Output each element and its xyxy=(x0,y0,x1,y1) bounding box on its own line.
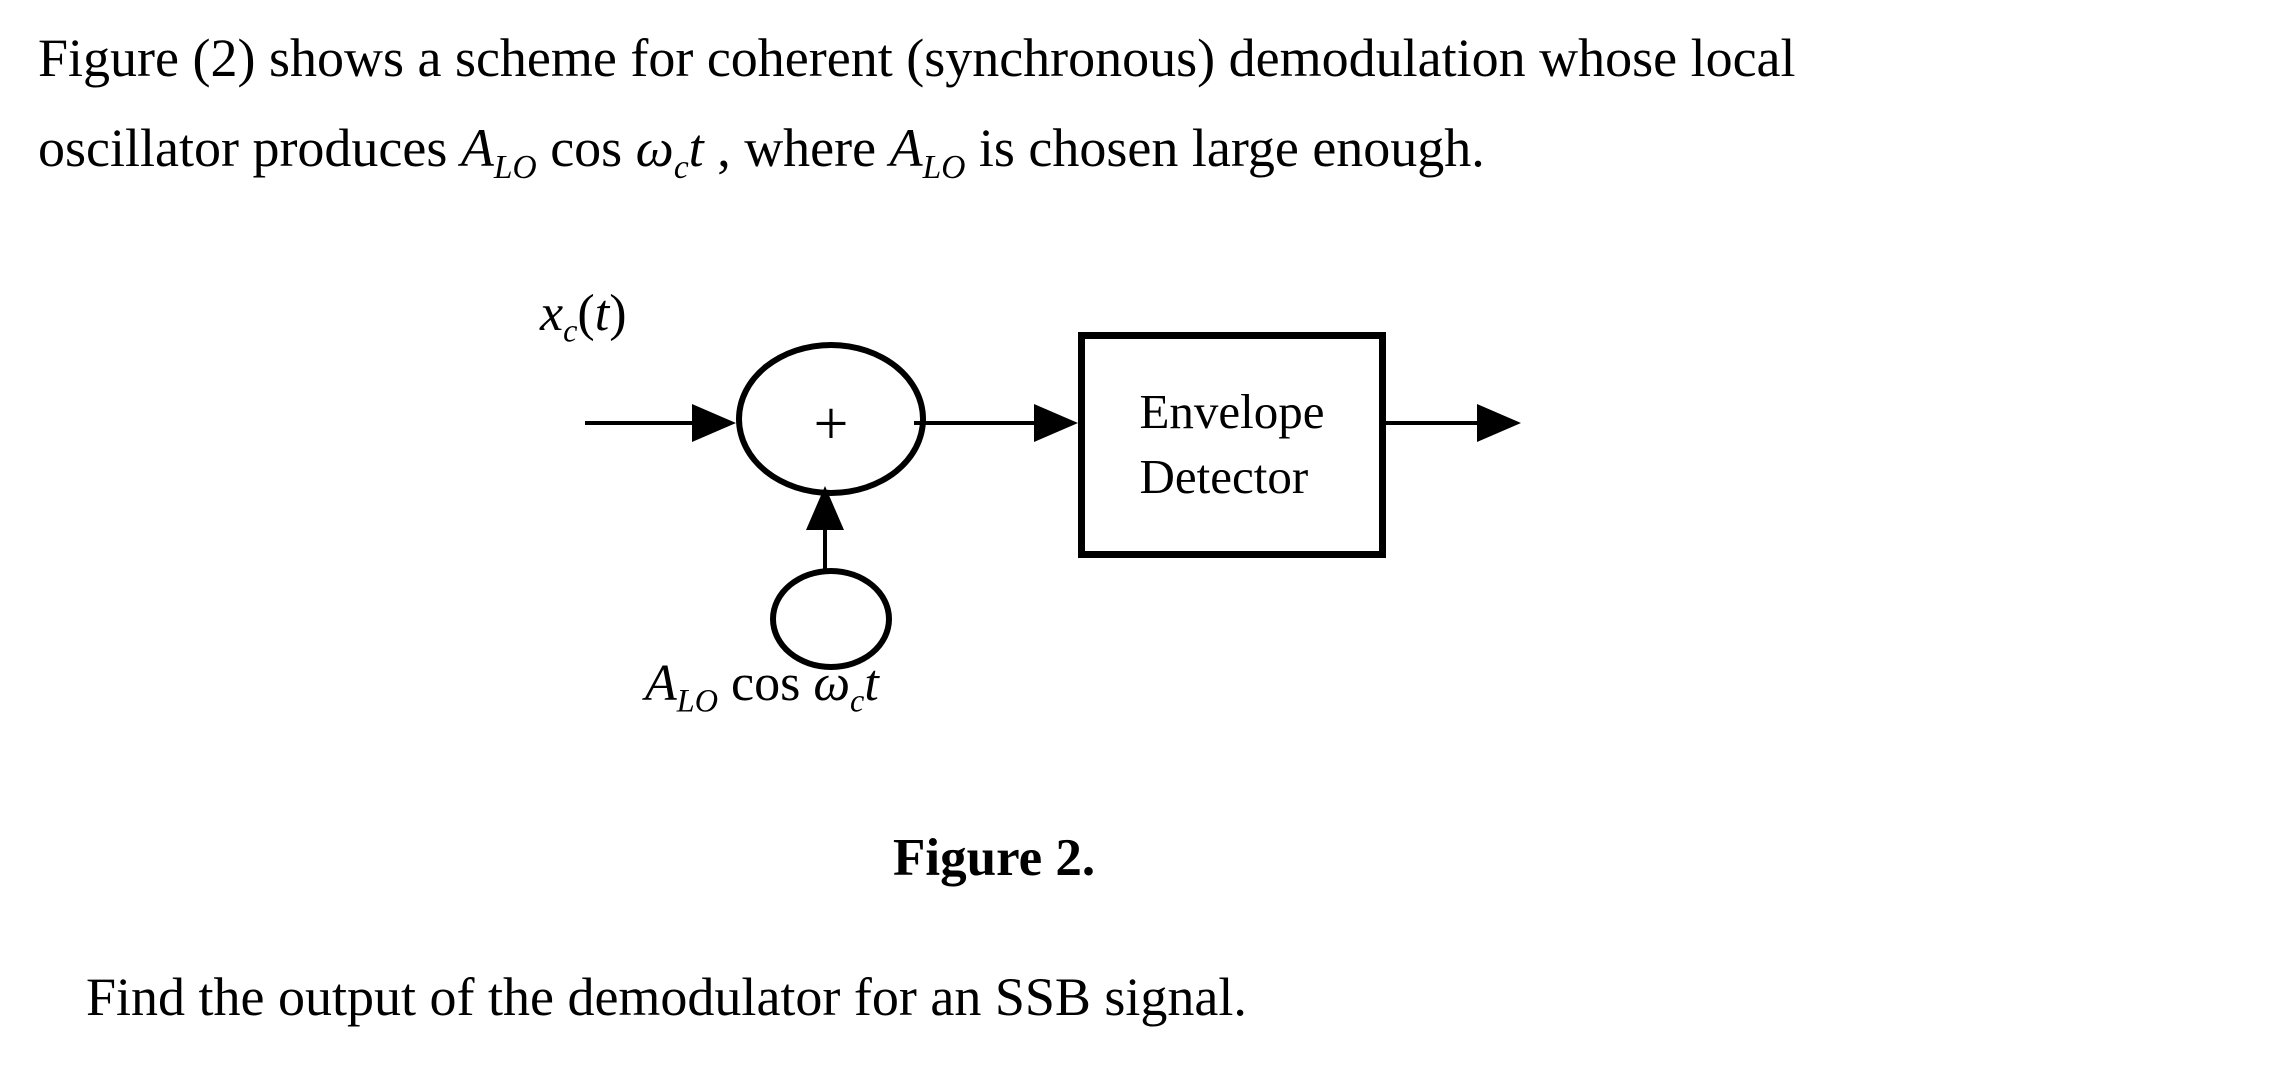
math-lparen: ( xyxy=(577,285,595,342)
math-var-omega: ω xyxy=(635,117,674,178)
envelope-detector-block: Envelope Detector xyxy=(1078,332,1386,558)
oscillator-line xyxy=(823,528,827,570)
intro-line2-pre: oscillator produces xyxy=(38,117,461,178)
math-cos: cos xyxy=(536,117,636,178)
box-label-line2: Detector xyxy=(1139,449,1309,504)
intro-line2-post: is chosen large enough. xyxy=(965,117,1485,178)
question-text: Find the output of the demodulator for a… xyxy=(86,967,1247,1027)
math-sub-LO: LO xyxy=(493,148,537,186)
sum-to-box-line xyxy=(914,421,1036,425)
intro-line-1: Figure (2) shows a scheme for coherent (… xyxy=(38,28,1796,88)
math-var-omega: ω xyxy=(813,655,851,712)
math-rparen: ) xyxy=(609,285,627,342)
intro-line-2: oscillator produces ALO cos ωct , where … xyxy=(38,104,1796,195)
math-sub-c: c xyxy=(850,682,865,719)
math-var-x: x xyxy=(540,285,564,342)
math-sub-c: c xyxy=(673,148,689,186)
math-cos: cos xyxy=(717,655,814,712)
math-lo-signal-expression: ALO cos ωct xyxy=(460,117,704,186)
envelope-detector-label: Envelope Detector xyxy=(1139,380,1324,509)
math-var-t: t xyxy=(594,285,610,342)
oscillator-arrowhead-icon xyxy=(806,486,844,530)
math-sub-LO: LO xyxy=(676,682,718,719)
oscillator-signal-label: ALO cos ωct xyxy=(645,654,879,719)
output-arrowhead-icon xyxy=(1477,404,1521,442)
local-oscillator xyxy=(770,568,892,670)
math-sub-c: c xyxy=(563,312,578,349)
figure-caption: Figure 2. xyxy=(893,829,1096,887)
box-label-line1: Envelope xyxy=(1139,384,1325,440)
intro-paragraph: Figure (2) shows a scheme for coherent (… xyxy=(38,14,1796,195)
math-var-t: t xyxy=(864,655,879,712)
output-arrow-line xyxy=(1379,421,1479,425)
input-arrow-line xyxy=(585,421,697,425)
math-sub-LO: LO xyxy=(922,148,966,186)
intro-line2-mid: , where xyxy=(703,117,890,178)
plus-sign: + xyxy=(813,390,849,458)
math-alo-expression: ALO xyxy=(889,117,966,186)
math-var-A: A xyxy=(889,117,923,178)
math-var-t: t xyxy=(688,117,704,178)
summing-junction: + xyxy=(736,342,926,496)
input-arrowhead-icon xyxy=(692,404,736,442)
math-var-A: A xyxy=(645,655,677,712)
sum-to-box-arrowhead-icon xyxy=(1034,404,1078,442)
input-signal-label: xc(t) xyxy=(540,284,627,349)
math-var-A: A xyxy=(460,117,494,178)
